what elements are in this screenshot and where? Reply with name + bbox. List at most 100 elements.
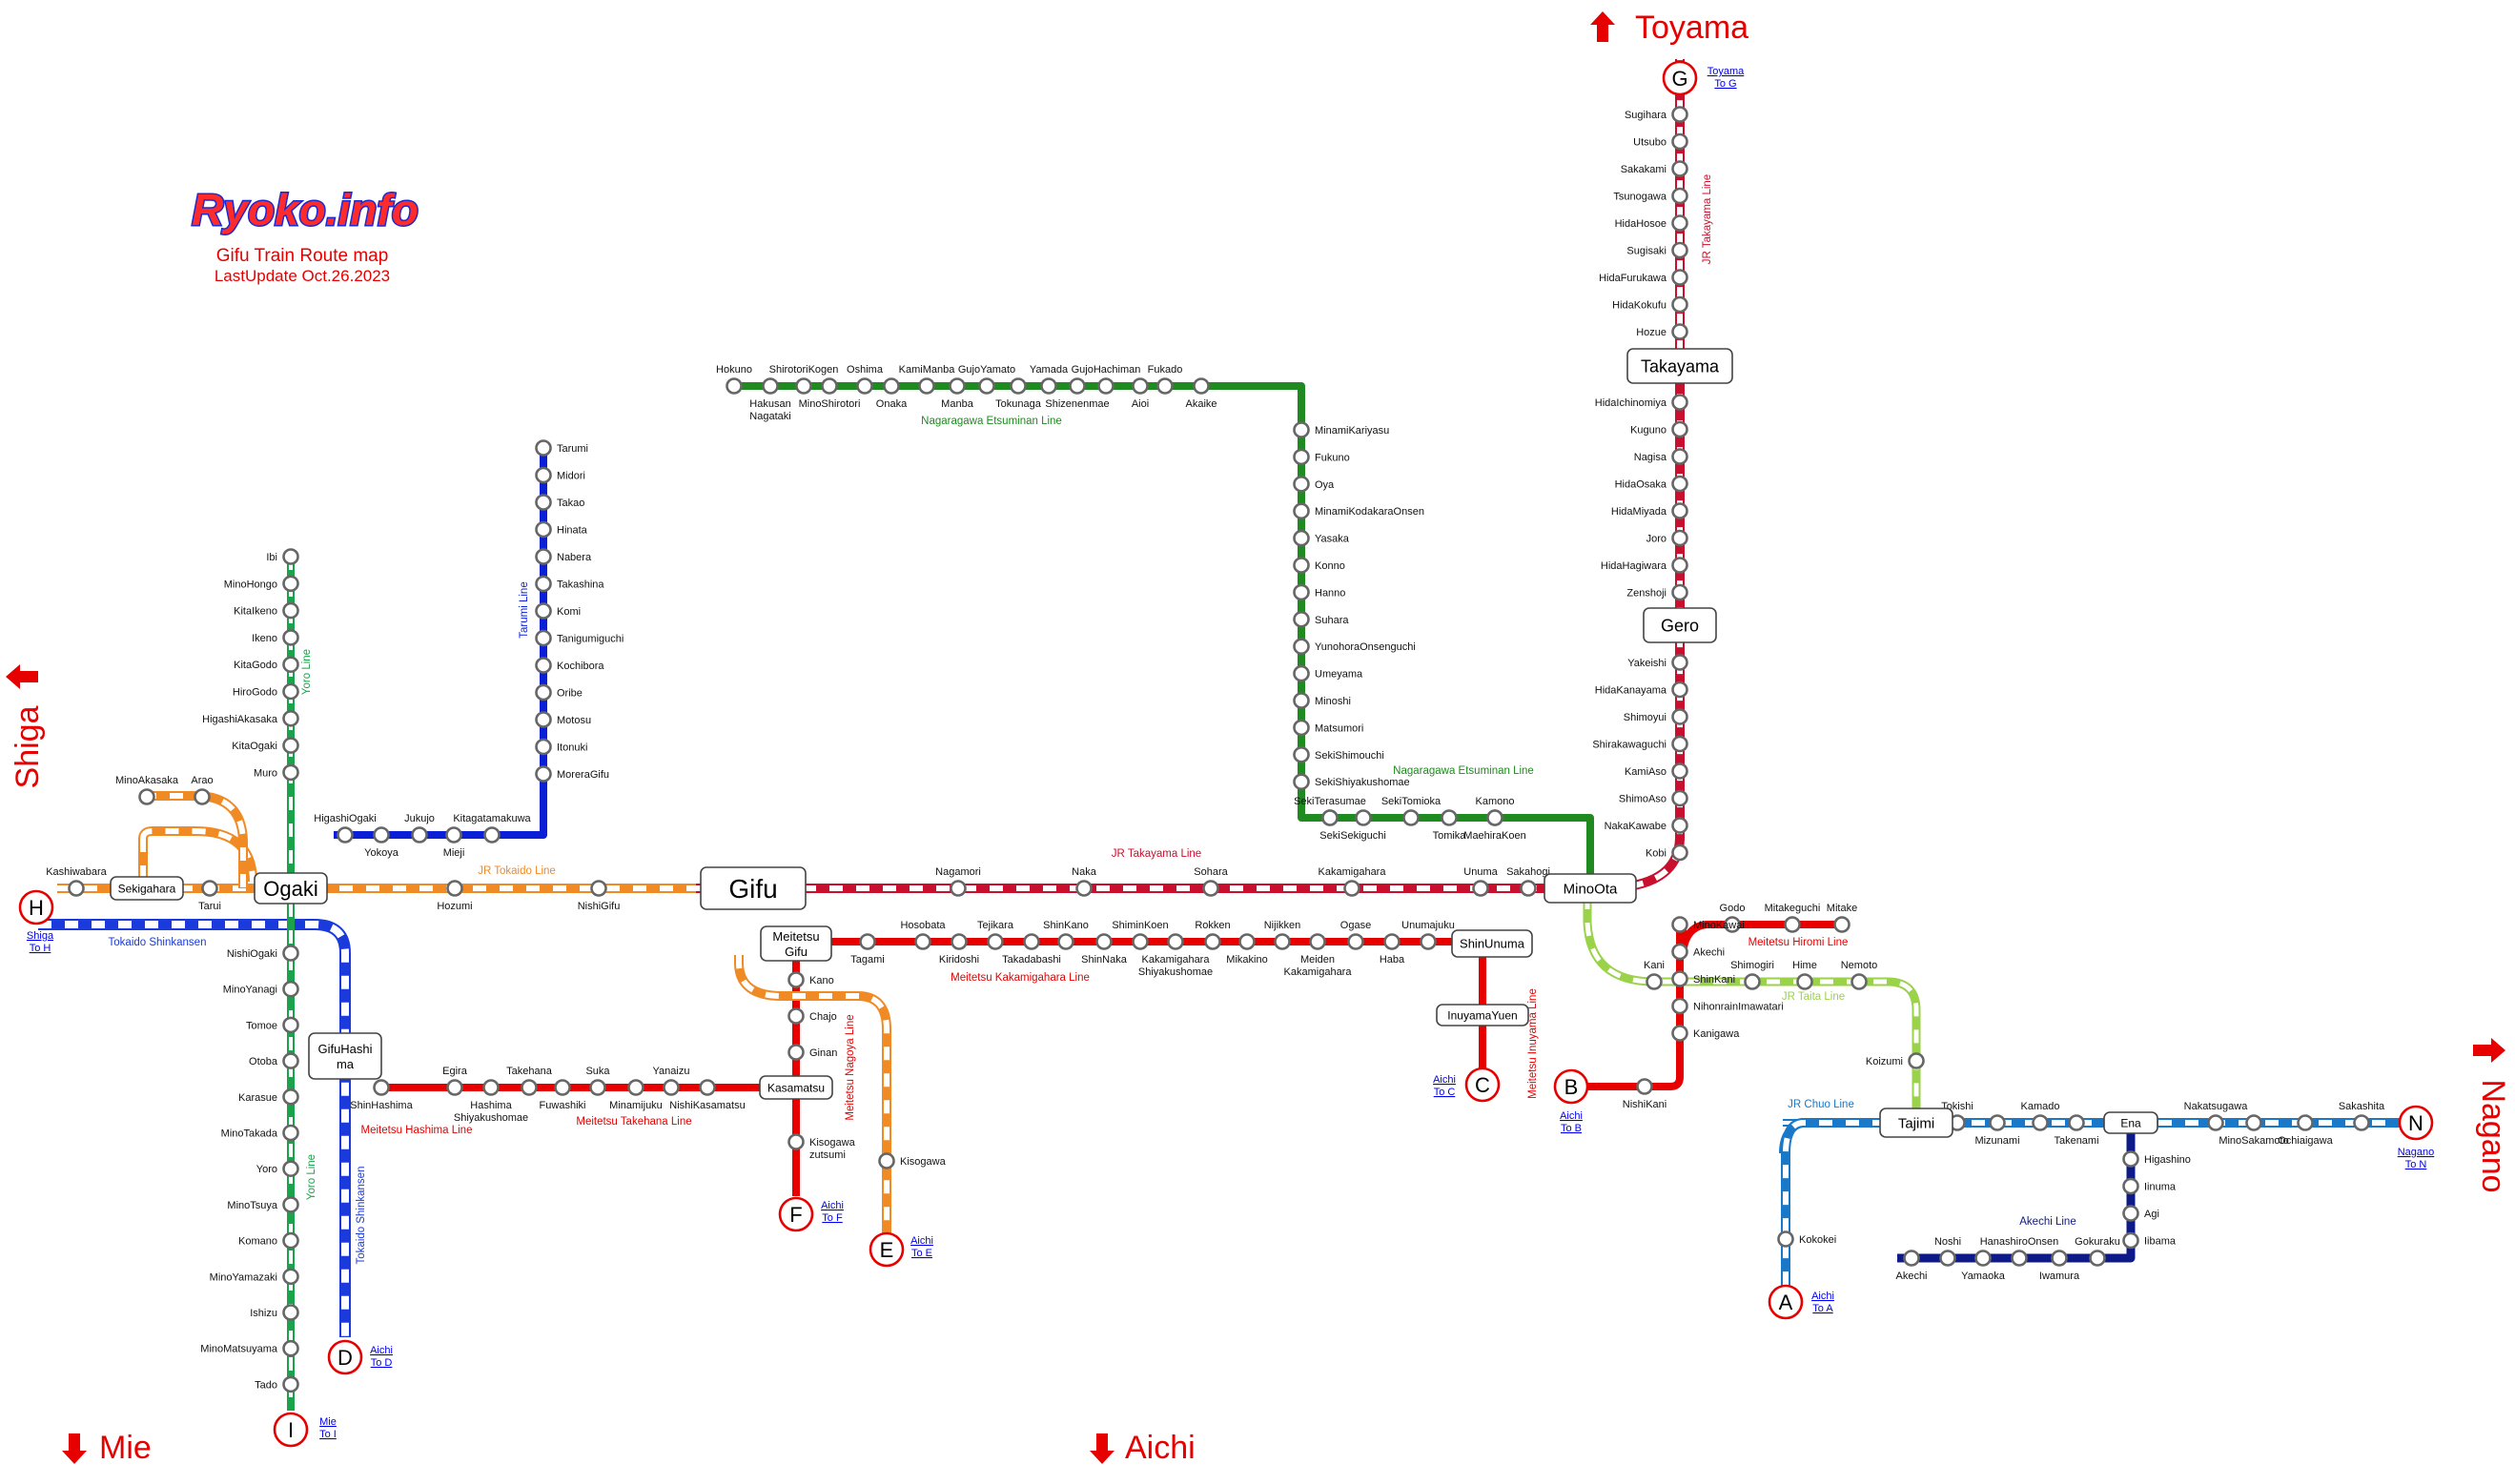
station-label: KitaOgaki (232, 741, 277, 752)
station-label: Yanaizu (653, 1066, 690, 1077)
station-minokawai (1671, 916, 1688, 933)
station-hosobata (914, 933, 931, 950)
station-nishiogaki (282, 945, 299, 962)
station-sekishiyakushomae (1293, 773, 1310, 791)
exit-letter: E (880, 1238, 894, 1262)
station-agi (2122, 1205, 2139, 1222)
arrow-toyama (1590, 11, 1615, 42)
station-label: Sakashita (2339, 1101, 2385, 1112)
station-gujoyamato (978, 377, 995, 395)
station-kashiwabara (68, 880, 85, 897)
station-kamimanba (918, 377, 935, 395)
station-label: Suka (585, 1066, 610, 1077)
jr-chuo-line-west-stripe (1783, 1120, 1886, 1308)
station-yokoya (373, 826, 390, 844)
station-kani (1646, 973, 1663, 990)
label-etsumi-top: Nagaragawa Etsuminan Line (921, 416, 1062, 427)
station-label: Arao (191, 775, 213, 786)
hub-meitetsu-gifu-box (760, 925, 832, 962)
station-aioi (1132, 377, 1149, 395)
station-label: Yasaka (1315, 534, 1350, 545)
station-kano (787, 971, 805, 988)
jr-chuo-line-west (1781, 1118, 1886, 1308)
station-label: SekiTerasumae (1294, 796, 1366, 807)
logo: Ryoko.info (192, 185, 419, 234)
hub-minoota-box (1544, 873, 1637, 904)
station-oribe (535, 683, 552, 701)
station-label: HigashiOgaki (314, 813, 376, 824)
station-hidaichinomiya (1671, 394, 1688, 411)
station-nagamori (950, 880, 967, 897)
hub-meitetsu-gifu: Meitetsu (772, 929, 819, 944)
exit-letter: D (337, 1346, 353, 1370)
label-yoro-s: Yoro Line (306, 1154, 317, 1200)
station-label: SekiShiyakushomae (1315, 777, 1410, 788)
station-label: Tarui (198, 901, 221, 912)
meitetsu-kisogawa-route (734, 955, 891, 1239)
station-minosakamoto (2245, 1114, 2262, 1131)
station-label: Kano (809, 975, 834, 986)
station-label: Tomika (1433, 830, 1467, 842)
station-fuwashiki (554, 1079, 571, 1096)
station-label: KamiAso (1625, 766, 1666, 778)
station-yamada (1040, 377, 1057, 395)
exit-b (1553, 1068, 1589, 1105)
exit-letter: A (1779, 1291, 1793, 1314)
station-nagisa (1671, 448, 1688, 465)
station-nakatsugawa (2207, 1114, 2224, 1131)
station-hirogodo (282, 682, 299, 701)
label-kakamigahara: Meitetsu Kakamigahara Line (951, 972, 1090, 984)
station-midori (535, 466, 552, 484)
station-hidakokufu (1671, 295, 1688, 314)
station-oya (1293, 475, 1310, 493)
exit-i (273, 1412, 309, 1448)
station-label: Joro (1646, 534, 1666, 545)
station-hashima-shiyakushomae (482, 1079, 500, 1096)
exit-link-sub: To H (30, 943, 51, 954)
exit-link: Nagano (2398, 1147, 2435, 1158)
station-ishizu (282, 1304, 299, 1321)
station-label: Konno (1315, 560, 1345, 572)
station-hime (1796, 973, 1813, 990)
exit-link: Aichi (1560, 1110, 1583, 1122)
station-minamikariyasu (1293, 421, 1310, 438)
station-label: HidaIchinomiya (1595, 397, 1667, 409)
station-hozumi (446, 880, 463, 897)
station-label: Shizenenmae (1045, 398, 1109, 410)
exit-link: Mie (319, 1416, 337, 1428)
station-label: Onaka (876, 398, 908, 410)
station-umeyama (1293, 664, 1310, 682)
station-higashiakasaka (282, 709, 299, 727)
label-nagoya: Meitetsu Nagoya Line (845, 1014, 856, 1120)
station-label: Shiyakushomae (1138, 966, 1213, 978)
label-hashima: Meitetsu Hashima Line (361, 1125, 473, 1136)
station-label: Akechi (1895, 1271, 1927, 1282)
exit-g (1662, 60, 1698, 96)
exit-letter: B (1564, 1075, 1579, 1099)
label-jr-takayama-v: JR Takayama Line (1702, 174, 1713, 264)
station-label: MinamiKodakaraOnsen (1315, 506, 1424, 518)
station-nabera (535, 548, 552, 565)
station-label: Hosobata (900, 920, 946, 931)
station-label: Shimoyui (1624, 712, 1666, 723)
station-sekishimouchi (1293, 745, 1310, 763)
station-label: Hinata (557, 525, 588, 537)
station-naka (1075, 880, 1093, 897)
station-minoyamazaki (282, 1268, 299, 1286)
station-ochiaigawa (2297, 1114, 2314, 1131)
station-minamijuku (627, 1079, 644, 1096)
rail-lines (38, 59, 2426, 1411)
dir-nagano: Nagano (2475, 1079, 2511, 1192)
station-label: KitaIkeno (234, 606, 277, 618)
hub-stations: GifuOgakiSekigaharaMeitetsuGifuGifuHashi… (18, 60, 2435, 1448)
station-tsunogawa (1671, 187, 1688, 205)
label-etsumi-side: Nagaragawa Etsuminan Line (1393, 765, 1534, 777)
station-label: Sekiguchi (1340, 830, 1386, 842)
station-label: Fukuno (1315, 452, 1350, 463)
hub-kasamatsu-box (759, 1075, 833, 1100)
station-label: Komano (238, 1236, 277, 1248)
station-label: HiroGodo (233, 687, 277, 699)
dir-shiga: Shiga (10, 705, 46, 788)
nagaragawa-etsuminan-line (734, 382, 1594, 886)
